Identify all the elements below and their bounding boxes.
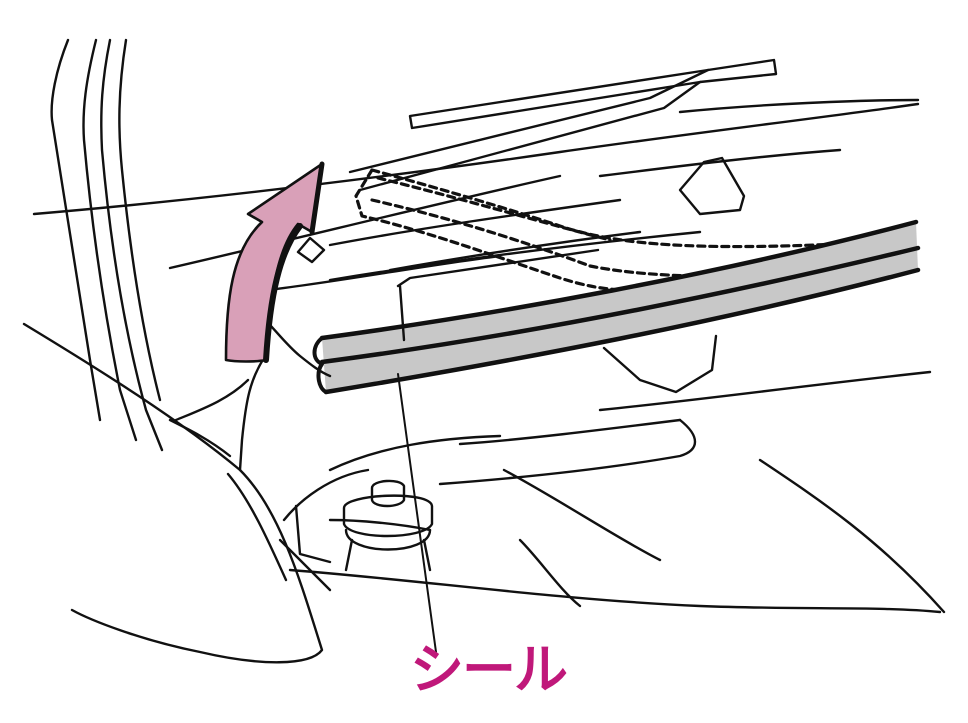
cowl-panel [266,148,842,292]
seal-strip [312,219,921,395]
wiper-arm [348,58,920,192]
seal-bracket [396,248,718,394]
a-pillar [50,38,164,452]
engine-bay [278,370,946,614]
fender [22,298,332,664]
seal-label: シール [410,638,568,701]
curved-up-arrow-icon [224,161,325,363]
callout-leader-line [397,373,437,653]
strut-mount [342,479,434,572]
windshield-edge [32,102,920,270]
